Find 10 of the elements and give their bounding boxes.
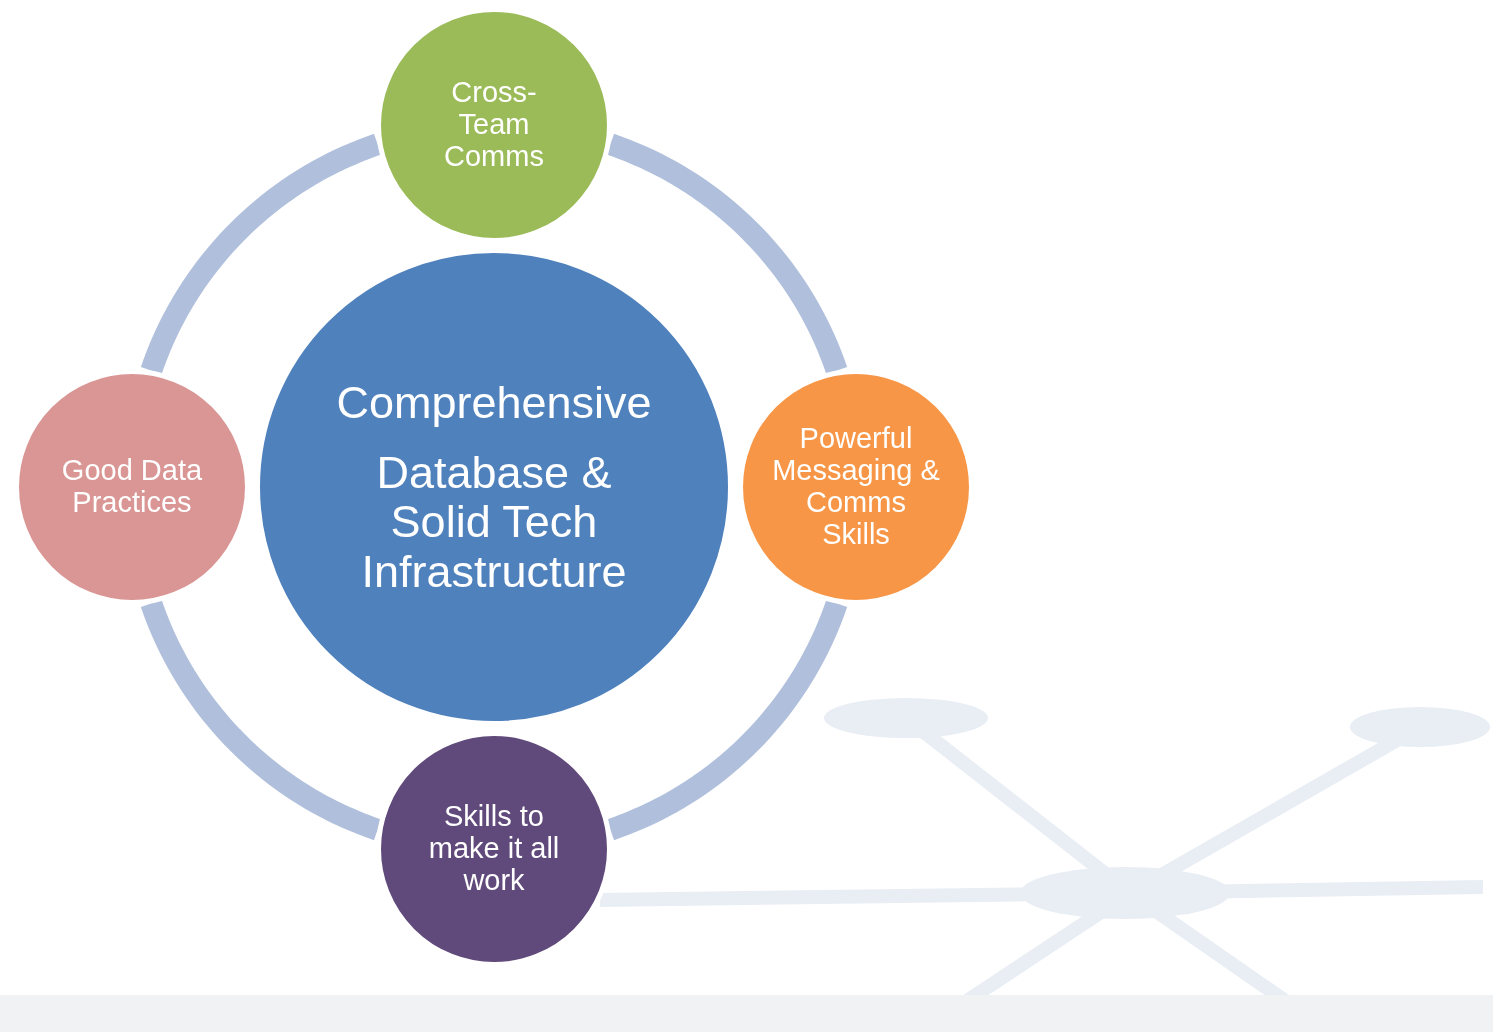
ring-arc-connector — [140, 599, 382, 841]
central-label: Database & Solid Tech Infrastructure — [360, 447, 628, 596]
ring-arc-connector — [140, 133, 382, 375]
central-label: Comprehensive — [335, 378, 653, 428]
ring-arc-connector — [606, 133, 848, 375]
circle-label: Powerful Messaging & Comms Skills — [771, 423, 941, 551]
circle-label: Good Data Practices — [60, 455, 204, 519]
circle-label: Skills to make it all work — [427, 801, 561, 897]
circle-label: Cross-Team Comms — [443, 77, 545, 173]
ring-arc-connector — [606, 599, 848, 841]
